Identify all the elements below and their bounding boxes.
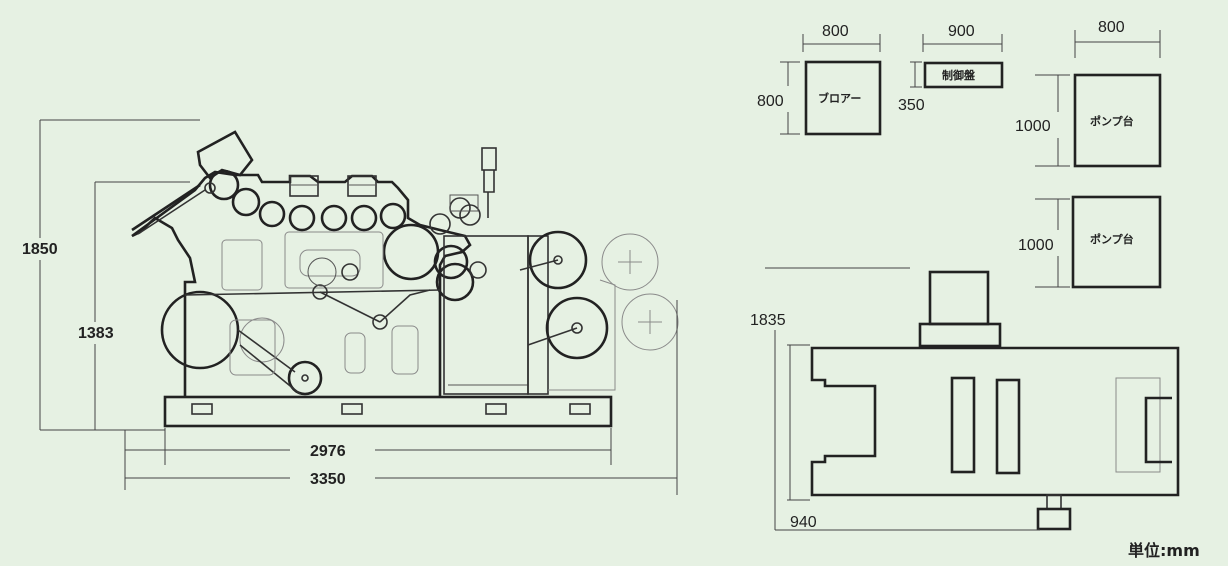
dim-width-total: 3350 [310, 471, 346, 488]
blower-block [780, 34, 882, 136]
plan-height: 1835 [750, 312, 786, 329]
pump-stand-2-height: 1000 [1018, 237, 1054, 254]
pump-stand-2-block [1035, 195, 1162, 289]
control-panel-width: 900 [948, 23, 975, 40]
pump-stand-1-width: 800 [1098, 19, 1125, 36]
plan-view-drawing [765, 267, 1180, 531]
blower-height: 800 [757, 93, 784, 110]
plan-depth: 940 [790, 514, 817, 531]
pump-stand-1-label: ポンプ台 [1090, 114, 1134, 128]
control-panel-height: 350 [898, 97, 925, 114]
blower-label: ブロアー [818, 91, 861, 105]
control-panel-block [910, 34, 1004, 89]
unit-note: 単位:mm [1128, 541, 1200, 560]
dimension-lines-side [39, 119, 678, 495]
pump-stand-2-label: ポンプ台 [1090, 232, 1134, 246]
side-elevation-drawing [131, 130, 679, 428]
dim-bg-1850 [20, 238, 68, 260]
dim-bg-1383 [75, 322, 120, 344]
pump-stand-1-height: 1000 [1015, 118, 1051, 135]
dim-width-base: 2976 [310, 443, 346, 460]
dim-height-total: 1850 [22, 241, 58, 258]
dim-height-body: 1383 [78, 325, 114, 342]
blower-width: 800 [822, 23, 849, 40]
pump-stand-1-block [1035, 30, 1162, 168]
control-panel-label: 制御盤 [942, 68, 976, 82]
